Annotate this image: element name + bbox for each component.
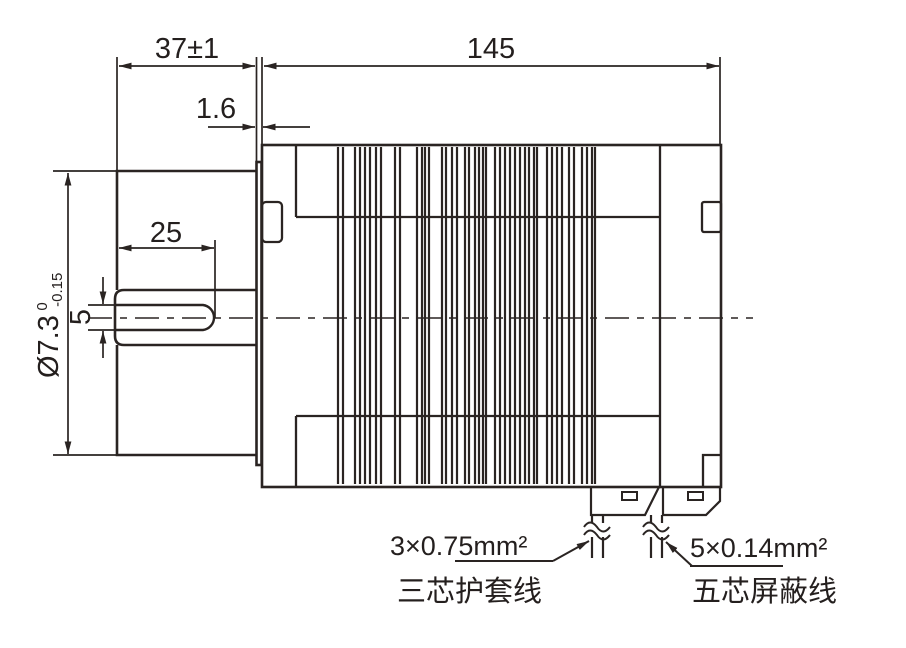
cable-right-name: 五芯屏蔽线 (692, 575, 837, 608)
dimension-lines (64, 62, 719, 454)
rear-bottom-step (701, 453, 720, 486)
cable-stub-right (649, 515, 664, 558)
connector-assembly (583, 486, 722, 558)
shaft-flat (116, 303, 216, 332)
cable-stub-left (590, 515, 605, 558)
mounting-tab-right (700, 200, 723, 234)
cable-left-spec: 3×0.75mm² (390, 531, 527, 561)
connector-latch-left (621, 491, 638, 501)
cooling-fins (336, 147, 597, 484)
shaft-dia-lower-tol: -0.15 (49, 273, 66, 307)
dim-flat-length-label: 25 (150, 217, 182, 249)
shaft-dia-value: Ø7.3 (33, 315, 65, 378)
cable-left-name: 三芯护套线 (397, 575, 542, 608)
connector-housing-right (661, 487, 722, 517)
dim-front-length-label: 37±1 (155, 33, 219, 65)
break-symbol-left (583, 521, 611, 541)
break-symbol-right (642, 521, 670, 541)
connector-housing-left (589, 486, 660, 517)
front-housing-upper (115, 169, 256, 290)
front-housing-lower (115, 345, 256, 457)
cable-right-spec: 5×0.14mm² (690, 533, 827, 563)
dim-shaft-diameter-label: Ø7.3 0 -0.15 (33, 273, 66, 378)
pilot-plate (255, 160, 263, 467)
main-outlines (113, 143, 723, 489)
mounting-tabs (260, 200, 723, 244)
extension-lines (53, 57, 721, 456)
mounting-tab-left (260, 200, 284, 244)
dim-pilot-thickness-label: 1.6 (196, 93, 236, 125)
dim-body-length-label: 145 (467, 33, 515, 65)
body-inner-lines (294, 146, 720, 486)
leader-arrow-right (665, 541, 693, 567)
motor-body (260, 143, 723, 489)
dim-flat-height-label: 5 (65, 309, 97, 325)
leader-arrow-left (552, 540, 590, 562)
leader-lines (455, 540, 783, 567)
connector-latch-right (687, 491, 704, 501)
motor-shaft (113, 288, 256, 347)
shaft-dia-upper-tol: 0 (34, 302, 51, 310)
